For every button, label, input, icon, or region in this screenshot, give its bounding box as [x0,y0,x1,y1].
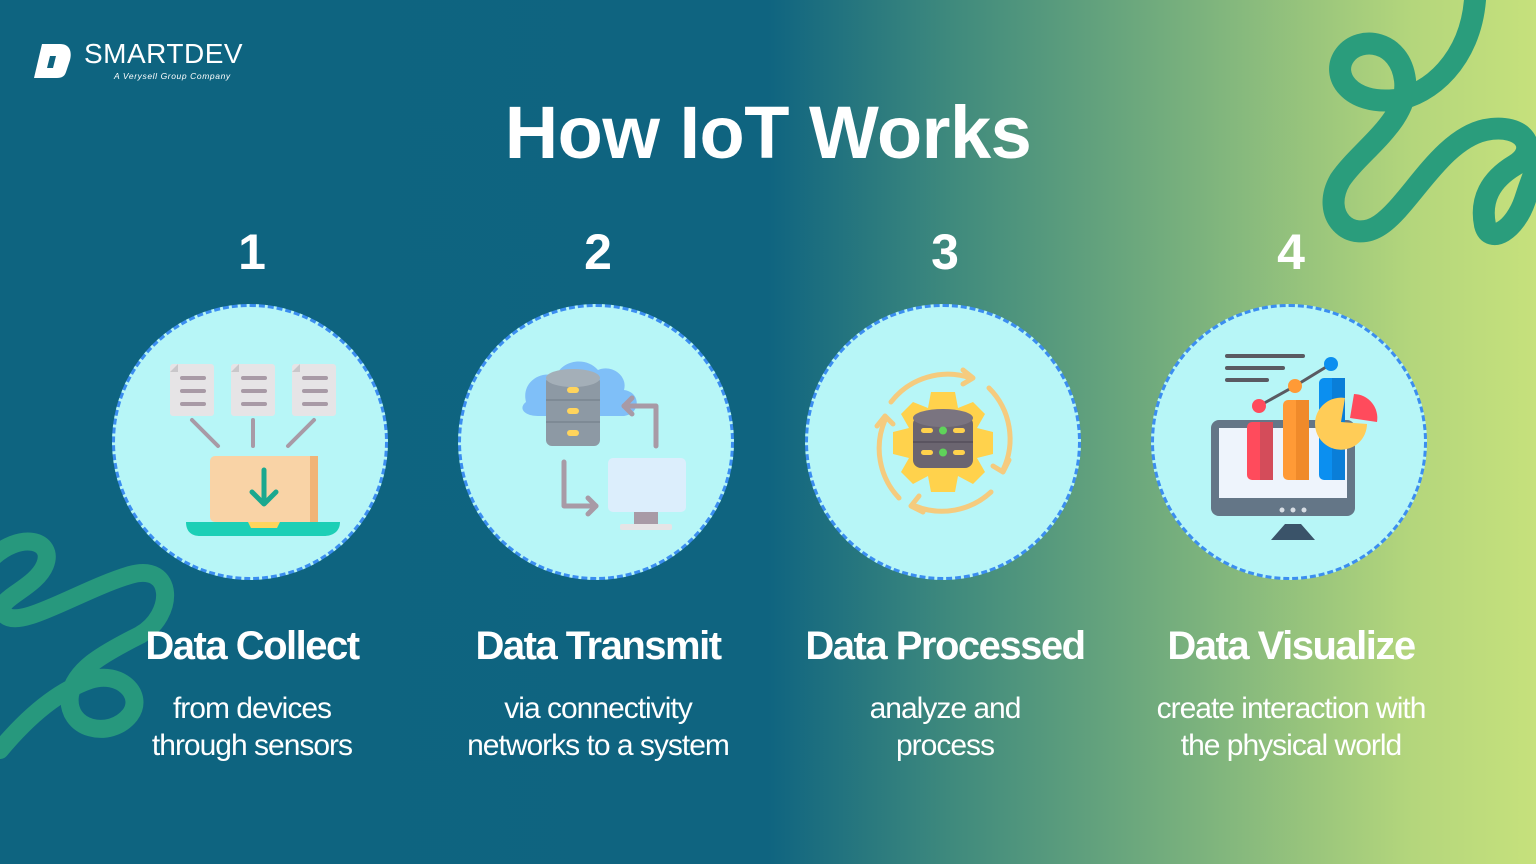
step-description: create interaction with the physical wor… [1101,690,1481,764]
step-description-line: the physical world [1180,729,1402,762]
cloud-database-to-monitor-icon [522,361,686,530]
step-description-line: networks to a system [467,729,730,762]
step-description: analyze and process [755,690,1135,764]
step-number: 2 [584,224,612,280]
step-icon-circle [805,304,1081,580]
step-description-line: through sensors [151,729,353,762]
step-description-line: create interaction with [1156,692,1427,725]
step-description-line: via connectivity [504,692,692,725]
step-number: 3 [931,224,959,280]
smartdev-logo-icon [34,43,71,78]
step-number: 4 [1277,224,1305,280]
brand-logo: SMARTDEV A Verysell Group Company [32,40,243,81]
step-description: via connectivity networks to a system [408,690,788,764]
step-icon-circle [458,304,734,580]
step-title: Data Collect [145,624,360,668]
step-title: Data Processed [805,624,1086,668]
brand-tagline: A Verysell Group Company [114,71,231,81]
brand-name: SMARTDEV [84,38,244,69]
step-description-line: process [895,729,995,762]
step-title: Data Transmit [475,624,722,668]
step-title: Data Visualize [1167,624,1416,668]
gear-database-cycle-icon [874,367,1013,515]
step-description: from devices through sensors [62,690,442,764]
documents-to-laptop-download-icon [170,364,340,536]
page-title: How IoT Works [504,91,1032,174]
step-icon-circle [1151,304,1427,580]
step-number: 1 [238,224,266,280]
step-description-line: from devices [172,692,332,725]
monitor-bar-chart-pie-icon [1211,354,1378,540]
step-icon-circle [112,304,388,580]
step-description-line: analyze and [869,692,1022,725]
